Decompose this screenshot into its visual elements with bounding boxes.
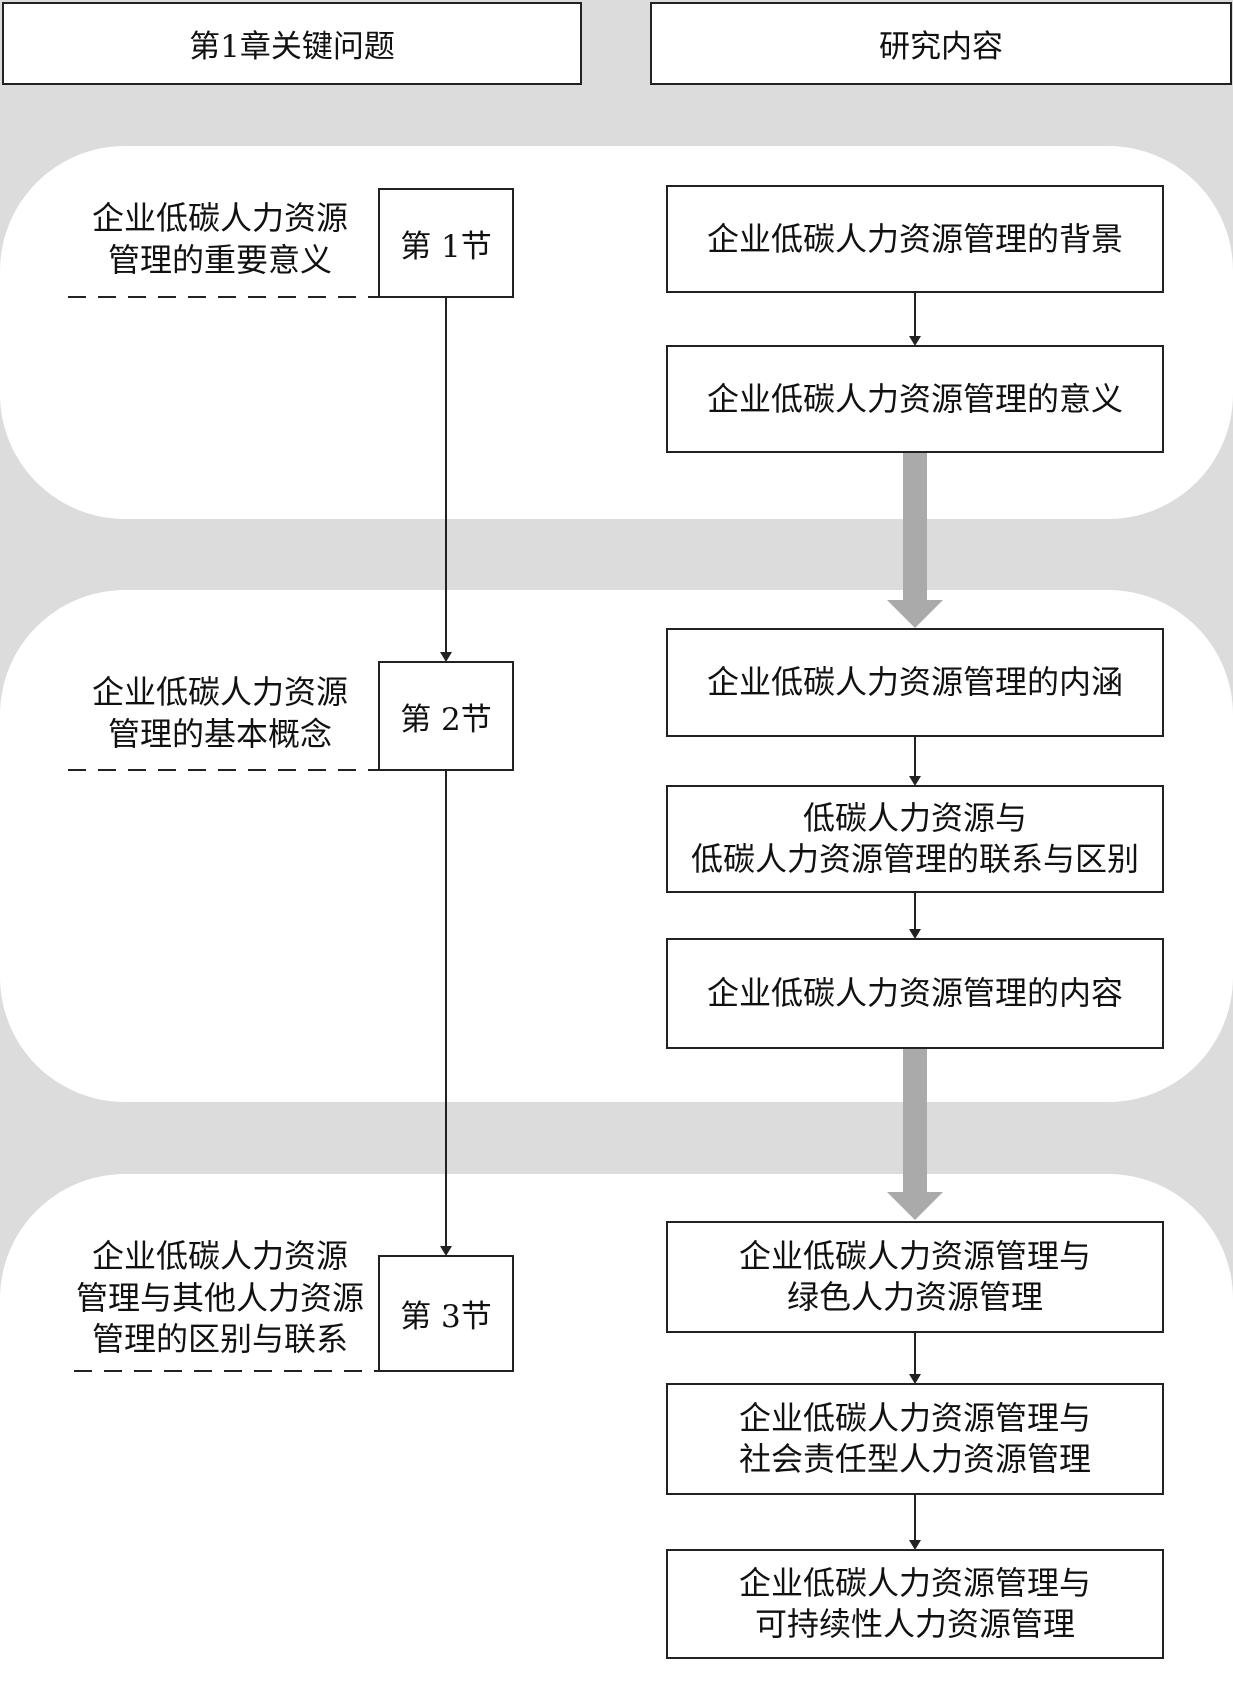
content-csr-hrm: 企业低碳人力资源管理与 社会责任型人力资源管理 xyxy=(666,1383,1164,1495)
content-background: 企业低碳人力资源管理的背景 xyxy=(666,185,1164,293)
content-connotation: 企业低碳人力资源管理的内涵 xyxy=(666,628,1164,737)
section-2-issue: 企业低碳人力资源 管理的基本概念 xyxy=(91,673,348,753)
section-1-box: 第 1节 xyxy=(378,188,514,298)
research-content-header: 研究内容 xyxy=(650,2,1232,85)
section-2-box: 第 2节 xyxy=(378,661,514,771)
big-arrow-2 xyxy=(887,1048,943,1220)
section-3-issue: 企业低碳人力资源 管理与其他人力资源 管理的区别与联系 xyxy=(75,1237,364,1359)
content-sustainable-hrm: 企业低碳人力资源管理与 可持续性人力资源管理 xyxy=(666,1549,1164,1659)
content-green-hrm: 企业低碳人力资源管理与 绿色人力资源管理 xyxy=(666,1221,1164,1333)
section-1-issue: 企业低碳人力资源 管理的重要意义 xyxy=(91,199,348,279)
content-significance: 企业低碳人力资源管理的意义 xyxy=(666,345,1164,453)
key-issues-header: 第1章关键问题 xyxy=(2,2,582,85)
section-3-box: 第 3节 xyxy=(378,1255,514,1372)
content-relation-difference: 低碳人力资源与 低碳人力资源管理的联系与区别 xyxy=(666,785,1164,893)
content-scope: 企业低碳人力资源管理的内容 xyxy=(666,938,1164,1049)
big-arrow-1 xyxy=(887,452,943,628)
